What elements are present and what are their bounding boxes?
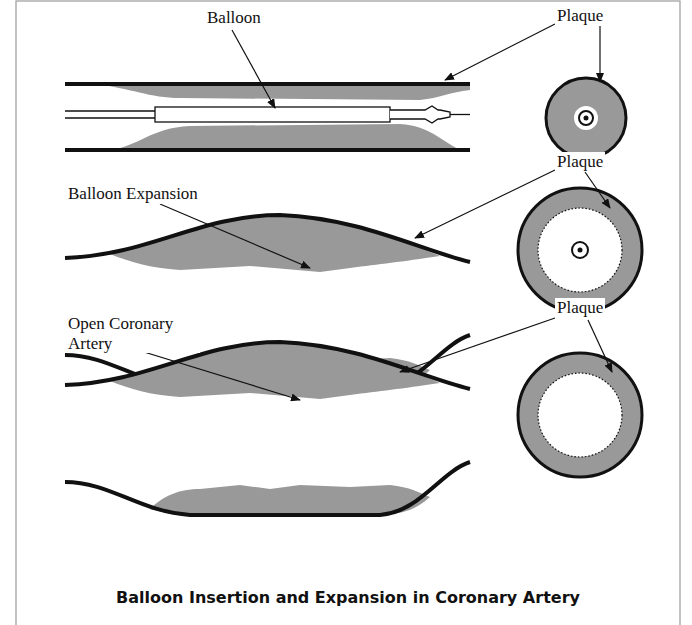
artery-open [65,342,470,515]
part-label: Plaque [555,298,605,318]
cross-section-expansion [518,188,642,312]
part-label: Plaque [555,6,605,26]
part-label: Open Coronary Artery [66,314,200,353]
part-label: Balloon Expansion [66,184,200,204]
diagram-title: Balloon Insertion and Expansion in Coron… [116,588,580,607]
part-label: Plaque [555,152,605,172]
cross-section-insertion [546,78,626,158]
frame [16,1,680,625]
part-label: Balloon [205,8,263,28]
cross-section-open [518,353,642,477]
